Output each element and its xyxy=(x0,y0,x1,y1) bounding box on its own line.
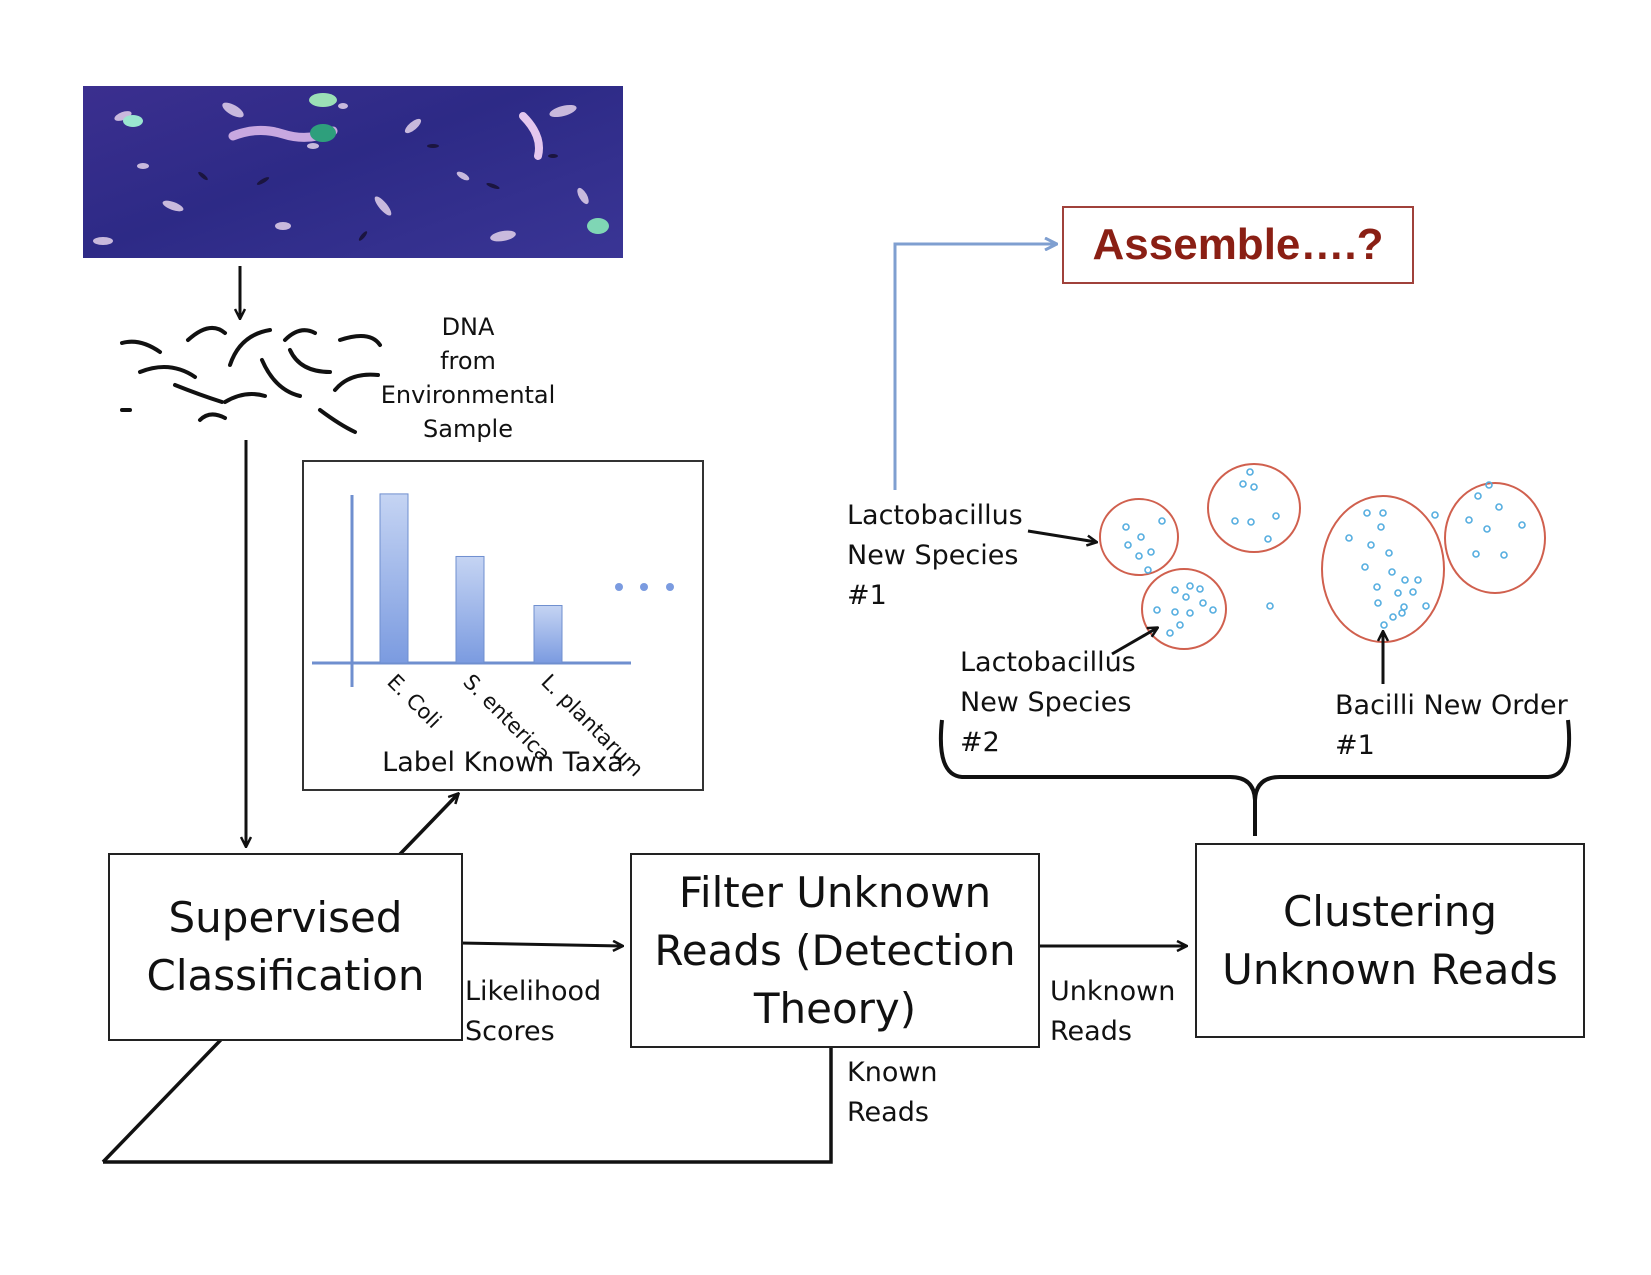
continuation-dots xyxy=(615,583,674,591)
bar-s-enterica xyxy=(455,555,485,664)
bacteria-micrograph xyxy=(83,86,623,258)
lactobacillus-species-1-label: Lactobacillus New Species #1 xyxy=(847,500,1023,611)
cluster-circles xyxy=(1099,463,1546,650)
filter-unknown-reads-label: Filter Unknown Reads (Detection Theory) xyxy=(654,867,1016,1033)
dna-label: DNA from Environmental Sample xyxy=(380,313,556,443)
likelihood-scores-label: Likelihood Scores xyxy=(465,976,602,1047)
bar-l-plantarum xyxy=(533,605,563,664)
bacilli-new-order-label: Bacilli New Order #1 xyxy=(1335,690,1568,761)
clustering-unknown-reads-box: Clustering Unknown Reads xyxy=(1195,843,1585,1038)
clustering-unknown-reads-label: Clustering Unknown Reads xyxy=(1222,886,1558,994)
bar-e-coli xyxy=(379,493,409,664)
dna-strands xyxy=(120,325,382,434)
tick-label-e-coli: E. Coli xyxy=(382,670,446,734)
known-reads-label: Known Reads xyxy=(847,1057,938,1128)
supervised-classification-box: Supervised Classification xyxy=(108,853,463,1041)
supervised-classification-label: Supervised Classification xyxy=(146,893,425,1000)
assemble-box: Assemble….? xyxy=(1062,206,1414,284)
read-points xyxy=(1122,468,1526,637)
filter-unknown-reads-box: Filter Unknown Reads (Detection Theory) xyxy=(630,853,1040,1048)
assemble-label: Assemble….? xyxy=(1092,220,1384,269)
unknown-reads-label: Unknown Reads xyxy=(1050,976,1176,1047)
chart-caption: Label Known Taxa xyxy=(382,747,624,778)
lactobacillus-species-2-label: Lactobacillus New Species #2 xyxy=(960,647,1136,758)
